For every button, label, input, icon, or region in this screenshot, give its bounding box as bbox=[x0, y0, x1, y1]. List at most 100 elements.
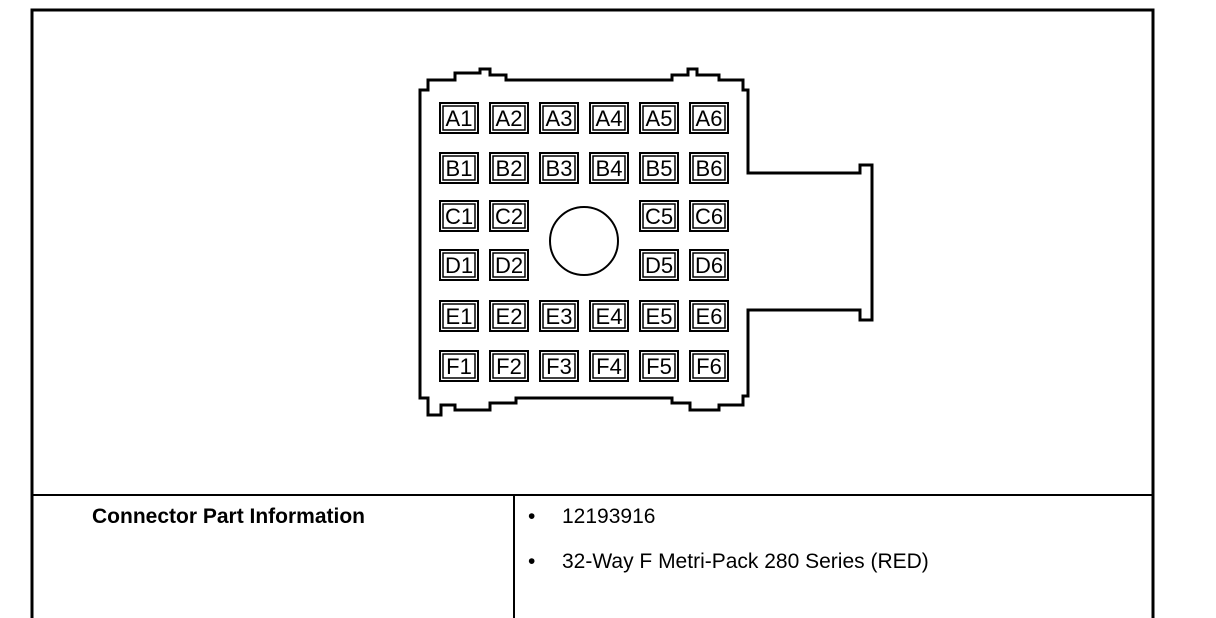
pin-cavity-outer bbox=[439, 152, 479, 184]
pin-label: A5 bbox=[646, 106, 673, 131]
pin-cavity-inner bbox=[692, 105, 726, 131]
pin-label: A4 bbox=[596, 106, 623, 131]
pin-d2: D2 bbox=[489, 249, 529, 281]
pin-a1: A1 bbox=[439, 102, 479, 134]
pin-cavity-outer bbox=[689, 350, 729, 382]
pin-cavity-inner bbox=[692, 252, 726, 278]
pin-cavity-inner bbox=[542, 353, 576, 379]
pin-cavity-outer bbox=[489, 249, 529, 281]
pin-label: B3 bbox=[546, 156, 573, 181]
pin-cavity-outer bbox=[439, 350, 479, 382]
pin-f4: F4 bbox=[589, 350, 629, 382]
pin-cavity-inner bbox=[442, 105, 476, 131]
part-description: 32-Way F Metri-Pack 280 Series (RED) bbox=[562, 550, 929, 573]
pin-cavity-outer bbox=[439, 300, 479, 332]
pin-cavity-inner bbox=[642, 303, 676, 329]
pin-label: D5 bbox=[645, 253, 673, 278]
pin-cavity-outer bbox=[689, 200, 729, 232]
pin-b1: B1 bbox=[439, 152, 479, 184]
pin-cavity-inner bbox=[642, 353, 676, 379]
pin-c6: C6 bbox=[689, 200, 729, 232]
pin-e4: E4 bbox=[589, 300, 629, 332]
pin-b2: B2 bbox=[489, 152, 529, 184]
pin-d6: D6 bbox=[689, 249, 729, 281]
pin-label: E2 bbox=[496, 304, 523, 329]
pin-f5: F5 bbox=[639, 350, 679, 382]
pin-label: E3 bbox=[546, 304, 573, 329]
pin-cavity-inner bbox=[642, 252, 676, 278]
pin-cavity-outer bbox=[439, 102, 479, 134]
bullet-icon: • bbox=[528, 550, 536, 573]
connector-housing-outline bbox=[418, 67, 874, 417]
pin-cavity-outer bbox=[539, 152, 579, 184]
pin-label: B4 bbox=[596, 156, 623, 181]
pin-label: F6 bbox=[696, 354, 722, 379]
pin-cavity-inner bbox=[642, 105, 676, 131]
pin-cavity-inner bbox=[492, 303, 526, 329]
pin-label: A2 bbox=[496, 106, 523, 131]
pin-b3: B3 bbox=[539, 152, 579, 184]
pin-cavity-outer bbox=[539, 102, 579, 134]
pin-cavity-outer bbox=[689, 152, 729, 184]
pin-cavity-outer bbox=[439, 249, 479, 281]
pin-b4: B4 bbox=[589, 152, 629, 184]
pin-a2: A2 bbox=[489, 102, 529, 134]
pin-cavity-outer bbox=[589, 300, 629, 332]
pin-e2: E2 bbox=[489, 300, 529, 332]
pin-f6: F6 bbox=[689, 350, 729, 382]
pin-cavity-outer bbox=[639, 300, 679, 332]
pin-label: C2 bbox=[495, 204, 523, 229]
pin-label: B6 bbox=[696, 156, 723, 181]
pin-a5: A5 bbox=[639, 102, 679, 134]
pin-cavity-inner bbox=[542, 105, 576, 131]
pin-label: E4 bbox=[596, 304, 623, 329]
pin-cavity-inner bbox=[442, 252, 476, 278]
pin-cavity-outer bbox=[639, 102, 679, 134]
pin-cavity-outer bbox=[639, 350, 679, 382]
pin-cavity-outer bbox=[639, 152, 679, 184]
pin-cavity-outer bbox=[589, 102, 629, 134]
pin-d5: D5 bbox=[639, 249, 679, 281]
pin-label: F3 bbox=[546, 354, 572, 379]
pin-cavity-inner bbox=[692, 155, 726, 181]
bullet-icon: • bbox=[528, 505, 536, 528]
pin-a3: A3 bbox=[539, 102, 579, 134]
pin-label: E5 bbox=[646, 304, 673, 329]
pin-cavity-inner bbox=[492, 105, 526, 131]
list-item: • 32-Way F Metri-Pack 280 Series (RED) bbox=[528, 548, 929, 593]
pin-cavity-inner bbox=[442, 353, 476, 379]
pin-cavity-outer bbox=[589, 350, 629, 382]
pin-c2: C2 bbox=[489, 200, 529, 232]
pin-a6: A6 bbox=[689, 102, 729, 134]
pin-cavity-outer bbox=[489, 152, 529, 184]
pin-cavity-outer bbox=[439, 200, 479, 232]
pin-cavity-inner bbox=[592, 353, 626, 379]
pin-f3: F3 bbox=[539, 350, 579, 382]
pin-cavity-outer bbox=[489, 200, 529, 232]
pin-cavity-outer bbox=[639, 200, 679, 232]
pin-cavity-inner bbox=[542, 155, 576, 181]
pin-e6: E6 bbox=[689, 300, 729, 332]
pin-label: D2 bbox=[495, 253, 523, 278]
part-number: 12193916 bbox=[562, 505, 656, 528]
pin-a4: A4 bbox=[589, 102, 629, 134]
center-key-circle bbox=[549, 206, 619, 276]
pin-label: B5 bbox=[646, 156, 673, 181]
pin-cavity-inner bbox=[642, 203, 676, 229]
connector-part-info-label: Connector Part Information bbox=[92, 505, 366, 528]
list-item: • 12193916 bbox=[528, 503, 929, 548]
pin-cavity-inner bbox=[442, 155, 476, 181]
pin-cavity-outer bbox=[489, 102, 529, 134]
pin-cavity-inner bbox=[692, 203, 726, 229]
pin-label: A6 bbox=[696, 106, 723, 131]
pin-label: E6 bbox=[696, 304, 723, 329]
pin-label: F4 bbox=[596, 354, 622, 379]
pin-e5: E5 bbox=[639, 300, 679, 332]
pin-cavity-outer bbox=[489, 350, 529, 382]
pin-cavity-inner bbox=[492, 252, 526, 278]
part-info-list: • 12193916 • 32-Way F Metri-Pack 280 Ser… bbox=[528, 503, 929, 593]
pin-label: A3 bbox=[546, 106, 573, 131]
pin-label: E1 bbox=[446, 304, 473, 329]
